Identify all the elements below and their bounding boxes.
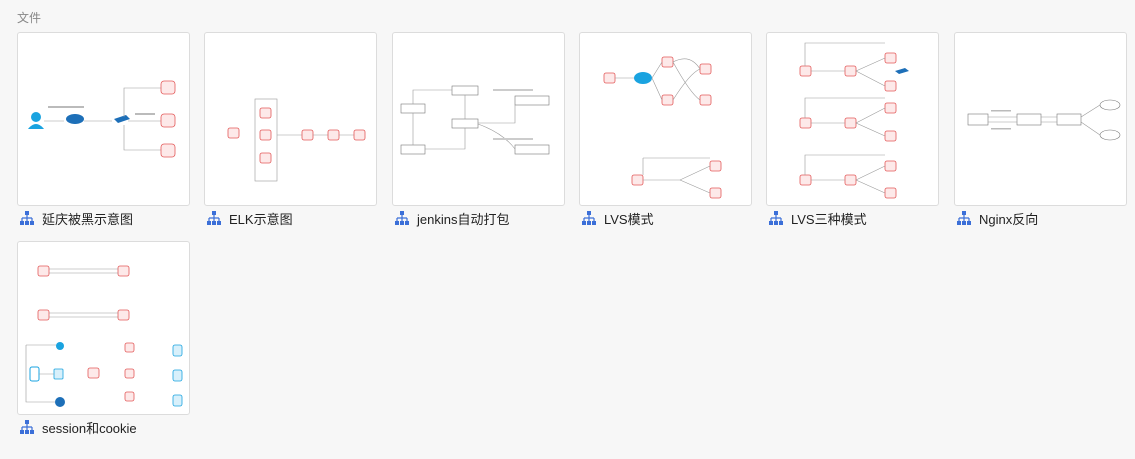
sitemap-icon bbox=[394, 210, 410, 226]
file-thumbnail[interactable] bbox=[17, 241, 190, 415]
file-name: jenkins自动打包 bbox=[417, 211, 510, 227]
file-card-1[interactable]: 延庆被黑示意图 bbox=[17, 32, 204, 227]
file-name: Nginx反向 bbox=[979, 211, 1039, 227]
file-name: LVS三种模式 bbox=[791, 211, 867, 227]
file-thumbnail[interactable] bbox=[204, 32, 377, 206]
file-thumbnail[interactable] bbox=[17, 32, 190, 206]
file-card-3[interactable]: jenkins自动打包 bbox=[392, 32, 579, 227]
file-name: LVS模式 bbox=[604, 211, 654, 227]
file-thumbnail[interactable] bbox=[579, 32, 752, 206]
file-card-2[interactable]: ELK示意图 bbox=[204, 32, 391, 227]
file-card-5[interactable]: LVS三种模式 bbox=[766, 32, 953, 227]
file-thumbnail[interactable] bbox=[392, 32, 565, 206]
file-card-6[interactable]: Nginx反向 bbox=[954, 32, 1135, 227]
file-thumbnail[interactable] bbox=[766, 32, 939, 206]
section-title: 文件 bbox=[17, 11, 42, 25]
sitemap-icon bbox=[956, 210, 972, 226]
sitemap-icon bbox=[19, 210, 35, 226]
sitemap-icon bbox=[581, 210, 597, 226]
sitemap-icon bbox=[19, 419, 35, 435]
file-name: session和cookie bbox=[42, 420, 137, 436]
file-card-7[interactable]: session和cookie bbox=[17, 241, 204, 436]
file-name: ELK示意图 bbox=[229, 211, 293, 227]
file-thumbnail[interactable] bbox=[954, 32, 1127, 206]
file-card-4[interactable]: LVS模式 bbox=[579, 32, 766, 227]
sitemap-icon bbox=[768, 210, 784, 226]
sitemap-icon bbox=[206, 210, 222, 226]
file-name: 延庆被黑示意图 bbox=[42, 211, 134, 227]
